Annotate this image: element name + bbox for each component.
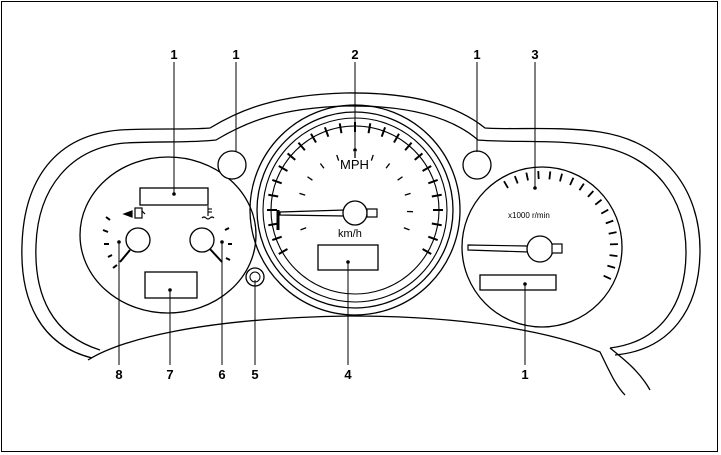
- tachometer-tick: [560, 174, 562, 182]
- tachometer-tick: [601, 210, 608, 214]
- speedometer-tick: [432, 224, 442, 226]
- tachometer-tick: [579, 184, 583, 191]
- speedometer-tick: [268, 195, 278, 197]
- speedometer-minor-tick: [307, 177, 312, 180]
- tachometer-unit: x1000 r/min: [508, 212, 550, 220]
- warning-light-left: [218, 151, 246, 179]
- tachometer-tick: [588, 191, 593, 197]
- cluster-housing: [22, 93, 700, 358]
- callout-1-left-light: 1: [226, 48, 246, 62]
- speedometer-minor-tick: [299, 193, 305, 195]
- callout-1-right-light: 1: [467, 48, 487, 62]
- coolant-temperature-icon: [202, 206, 214, 219]
- tachometer-tick: [515, 176, 518, 183]
- tachometer-tick: [607, 266, 615, 268]
- tachometer-tick: [604, 276, 611, 279]
- callout-1-tacho-light: 1: [515, 368, 535, 382]
- callout-2-speedometer: 2: [345, 48, 365, 62]
- speedometer-minor-tick: [386, 163, 390, 168]
- speedometer-minor-tick: [405, 193, 411, 195]
- speedometer-minor-tick: [300, 228, 306, 230]
- left-gauge: [80, 157, 256, 313]
- tachometer: [462, 167, 622, 327]
- tachometer-tick: [610, 255, 618, 256]
- speedometer-tick: [428, 237, 437, 240]
- speedometer-minor-tick: [337, 155, 339, 161]
- speedometer-tick: [382, 127, 385, 136]
- speedometer-tick: [428, 180, 437, 183]
- callout-5-reset-knob: 5: [245, 368, 265, 382]
- callout-8-fuel-gauge: 8: [109, 368, 129, 382]
- speedometer-tick: [340, 123, 342, 133]
- tachometer-tick: [570, 178, 573, 185]
- speedometer-tick: [272, 237, 281, 240]
- tachometer-tick: [595, 200, 601, 205]
- speedometer-tick: [432, 195, 442, 197]
- tachometer-tick: [526, 173, 528, 181]
- callout-6-temp-gauge: 6: [212, 368, 232, 382]
- tachometer-tick: [549, 171, 550, 179]
- callout-7-display: 7: [160, 368, 180, 382]
- speedometer-unit-kmh: km/h: [338, 229, 362, 240]
- tachometer-tick: [609, 232, 617, 234]
- callout-3-tachometer: 3: [525, 48, 545, 62]
- callout-1-odometer: 1: [164, 48, 184, 62]
- speedometer-tick: [369, 123, 371, 133]
- lower-shroud: [88, 316, 625, 395]
- callout-4-speed-display: 4: [338, 368, 358, 382]
- tachometer-tick: [504, 181, 508, 188]
- speedometer-minor-tick: [404, 228, 410, 230]
- speedometer-minor-tick: [398, 177, 403, 180]
- speedometer-tick: [325, 127, 328, 136]
- speedometer-tick: [272, 180, 281, 183]
- speedometer-minor-tick: [320, 163, 324, 168]
- fuel-pump-icon: [124, 208, 145, 218]
- speedometer-minor-tick: [371, 155, 373, 161]
- tachometer-tick: [606, 221, 614, 224]
- warning-light-right: [463, 151, 491, 179]
- speedometer-unit-mph: MPH: [340, 158, 369, 171]
